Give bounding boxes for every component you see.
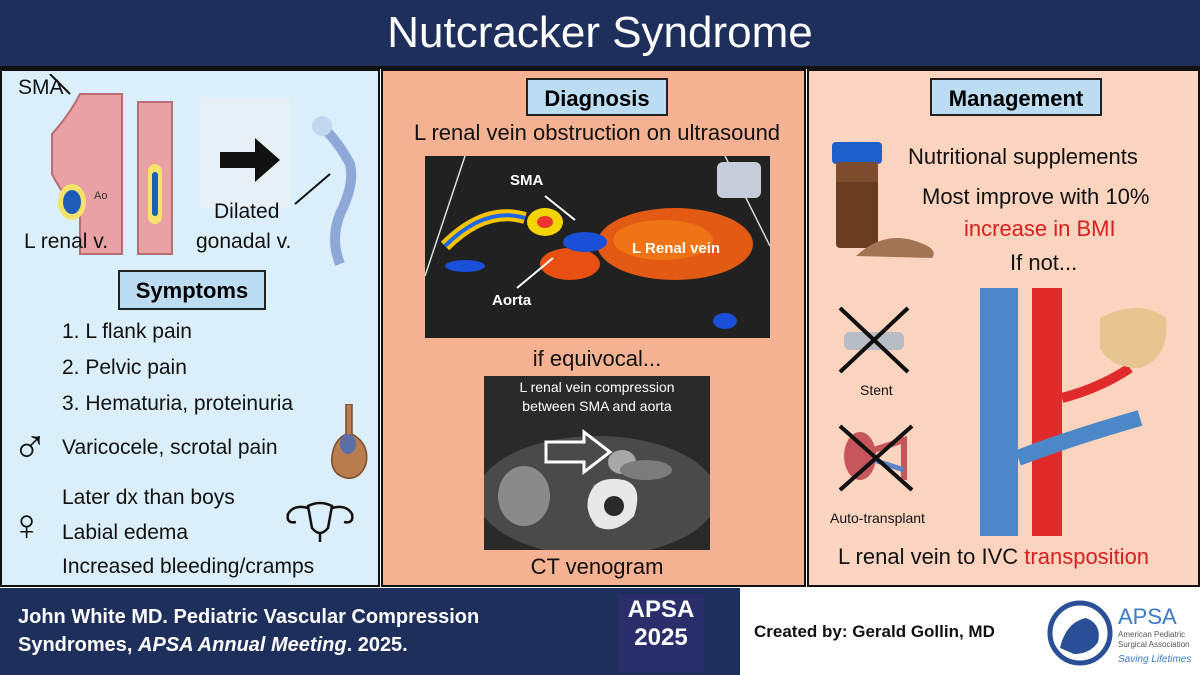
autotransplant-label: Auto-transplant xyxy=(830,510,925,526)
if-not-text: If not... xyxy=(1010,250,1078,275)
symptom-item: 3. Hematuria, proteinuria xyxy=(62,392,294,415)
citation-line2b: . 2025. xyxy=(346,634,408,656)
female-symbol-icon: ♀ xyxy=(10,501,43,550)
anatomy-label-sma: SMA xyxy=(18,76,64,99)
apsa-logo-sub2: Surgical Association xyxy=(1118,640,1190,649)
female-symptom: Later dx than boys xyxy=(62,486,235,509)
stent-label: Stent xyxy=(860,382,893,398)
citation-line2: Syndromes, APSA Annual Meeting. 2025. xyxy=(18,634,408,657)
ultrasound-image xyxy=(425,156,770,338)
citation-line1: John White MD. Pediatric Vascular Compre… xyxy=(18,606,480,628)
improve-text: Most improve with 10% xyxy=(922,184,1150,209)
supplement-icon xyxy=(832,142,934,258)
title-bar xyxy=(0,0,1200,69)
symptoms-header: Symptoms xyxy=(118,270,266,310)
equivocal-text: if equivocal... xyxy=(532,346,662,371)
ct-caption-line1: L renal vein compression xyxy=(519,379,675,395)
anatomy-illustration xyxy=(49,74,357,266)
ct-title: CT venogram xyxy=(530,554,664,579)
anatomy-label-ao: Ao xyxy=(94,190,108,202)
credits-footer xyxy=(740,588,1200,675)
apsa-badge-text: APSA xyxy=(627,596,695,623)
transposition-illustration xyxy=(980,288,1167,536)
ct-caption-line2: between SMA and aorta xyxy=(522,398,672,414)
male-symbol-icon: ♂ xyxy=(12,421,48,474)
diagnosis-subtitle: L renal vein obstruction on ultrasound xyxy=(413,120,781,145)
anatomy-label-gonadal: gonadal v. xyxy=(196,230,292,253)
apsa-badge-year: 2025 xyxy=(634,624,688,651)
scrotum-icon xyxy=(331,404,368,479)
ct-image xyxy=(484,376,710,550)
male-symptom: Varicocele, scrotal pain xyxy=(62,436,278,459)
us-label-sma: SMA xyxy=(510,172,544,189)
apsa-logo-tagline: Saving Lifetimes xyxy=(1118,654,1192,665)
us-label-aorta: Aorta xyxy=(492,292,532,309)
apsa-logo-icon xyxy=(1047,600,1113,666)
female-symptom: Labial edema xyxy=(62,521,189,544)
apsa-logo-sub1: American Pediatric xyxy=(1118,630,1186,639)
anatomy-label-dilated: Dilated xyxy=(214,200,280,223)
citation-italic: APSA Annual Meeting xyxy=(138,634,347,656)
anatomy-label-renal: L renal v. xyxy=(24,230,109,253)
nutrition-text: Nutritional supplements xyxy=(908,144,1138,169)
autotransplant-crossed-icon xyxy=(838,424,914,492)
page-title: Nutcracker Syndrome xyxy=(387,8,813,57)
transposition-highlight: transposition xyxy=(1024,544,1150,569)
symptom-item: 1. L flank pain xyxy=(62,320,192,343)
apsa-2025-badge xyxy=(618,594,704,672)
created-by: Created by: Gerald Gollin, MD xyxy=(754,622,995,641)
diagnosis-header: Diagnosis xyxy=(526,78,668,116)
transposition-prefix: L renal vein to IVC xyxy=(838,544,1019,569)
stent-crossed-icon xyxy=(838,306,910,374)
female-symptom: Increased bleeding/cramps xyxy=(62,555,315,578)
uterus-icon xyxy=(286,501,354,542)
symptom-item: 2. Pelvic pain xyxy=(62,356,187,379)
bmi-text: increase in BMI xyxy=(964,216,1116,241)
management-header: Management xyxy=(930,78,1102,116)
us-label-renal: L Renal vein xyxy=(632,240,721,257)
transposition-text: L renal vein to IVC transposition xyxy=(838,544,1149,570)
citation-line2a: Syndromes, xyxy=(18,634,133,656)
citation-footer xyxy=(0,588,740,675)
apsa-logo-name: APSA xyxy=(1118,604,1177,629)
